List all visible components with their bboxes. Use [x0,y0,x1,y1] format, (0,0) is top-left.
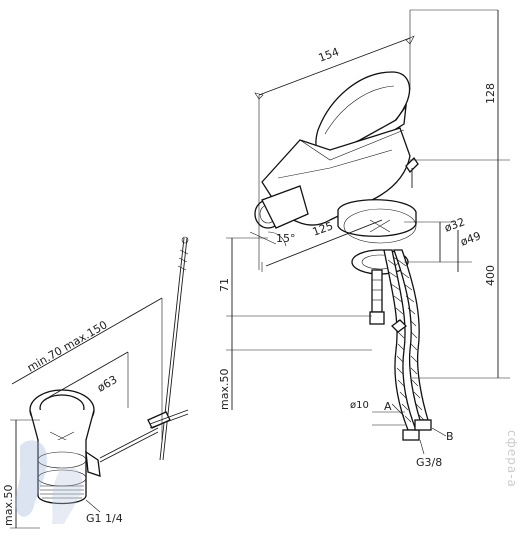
dim-dia-63: ø63 [95,373,119,395]
dimension-lines-waste [10,297,163,529]
dim-400: 400 [484,265,497,286]
dim-max50-left: max.50 [2,485,15,526]
label-b: B [446,430,454,443]
dim-min70-max150: min.70 max.150 [25,318,110,374]
dim-154: 154 [317,45,341,64]
label-a: A [384,400,392,413]
dim-g114: G1 1/4 [86,512,123,525]
dim-g38: G3/8 [416,456,442,469]
bidet-mixer-drawing [254,71,432,441]
watermark-logo-icon [15,440,83,524]
dim-dia-10: ø10 [350,400,369,411]
dim-dia-49: ø49 [459,229,483,248]
watermark-text: сфера-а [505,430,519,488]
dim-71: 71 [218,278,231,292]
dimension-lines-faucet [226,9,510,455]
dim-dia-32: ø32 [443,215,467,234]
dim-128: 128 [484,83,497,104]
dim-max50-right: max.50 [218,369,231,410]
dim-15deg: 15° [276,232,296,245]
waste-valve-drawing [29,236,189,505]
